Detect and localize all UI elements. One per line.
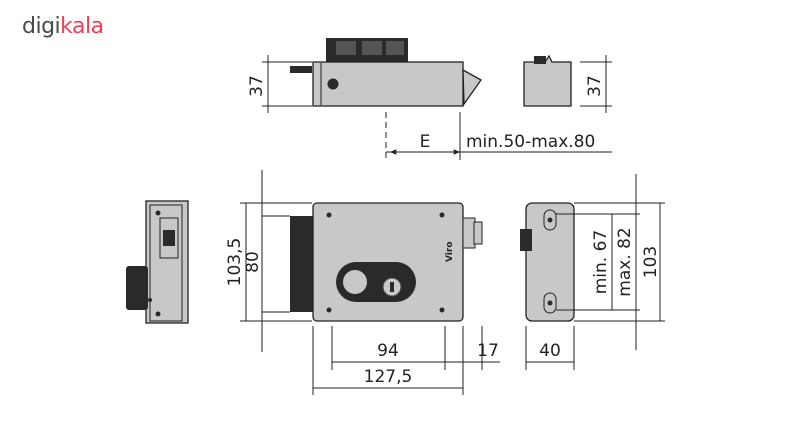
dim-label-e: E [420,132,431,152]
front-faceplate [290,216,314,312]
top-latch [462,68,482,106]
dim-label-37-side: 37 [585,75,605,97]
dim-label-range: min.50-max.80 [466,132,595,152]
dim-e-range: E min.50-max.80 [386,112,612,160]
top-screw [327,78,339,90]
dim-label-103-5: 103,5 [225,238,245,287]
dim-front-horizontal: 94 17 127,5 [312,326,500,395]
top-view [290,38,482,160]
dim-label-min-67: min. 67 [591,230,611,295]
dim-label-17: 17 [477,341,499,361]
digikala-logo[interactable]: digikala [22,14,104,39]
logo-text-digi: digi [22,14,61,39]
dim-front-vertical: 103,5 80 [225,170,312,352]
dim-label-40: 40 [539,341,561,361]
left-cylinder [126,266,148,310]
logo-text-kala: kala [60,14,104,39]
front-button [343,270,367,294]
dim-top-height: 37 [247,55,312,113]
dim-label-127-5: 127,5 [364,367,413,387]
top-bolt [290,66,312,73]
dim-label-103: 103 [641,246,661,278]
top-side-view: 37 [523,54,612,113]
dim-label-94: 94 [377,341,399,361]
dim-label-80: 80 [243,251,263,273]
left-edge-view [126,200,189,324]
dim-label-max-82: max. 82 [615,227,635,296]
front-view: Viro [290,202,483,322]
brand-viro: Viro [445,241,455,262]
right-side-view: min. 67 max. 82 103 40 [520,174,665,370]
dim-label-37-top: 37 [247,75,267,97]
